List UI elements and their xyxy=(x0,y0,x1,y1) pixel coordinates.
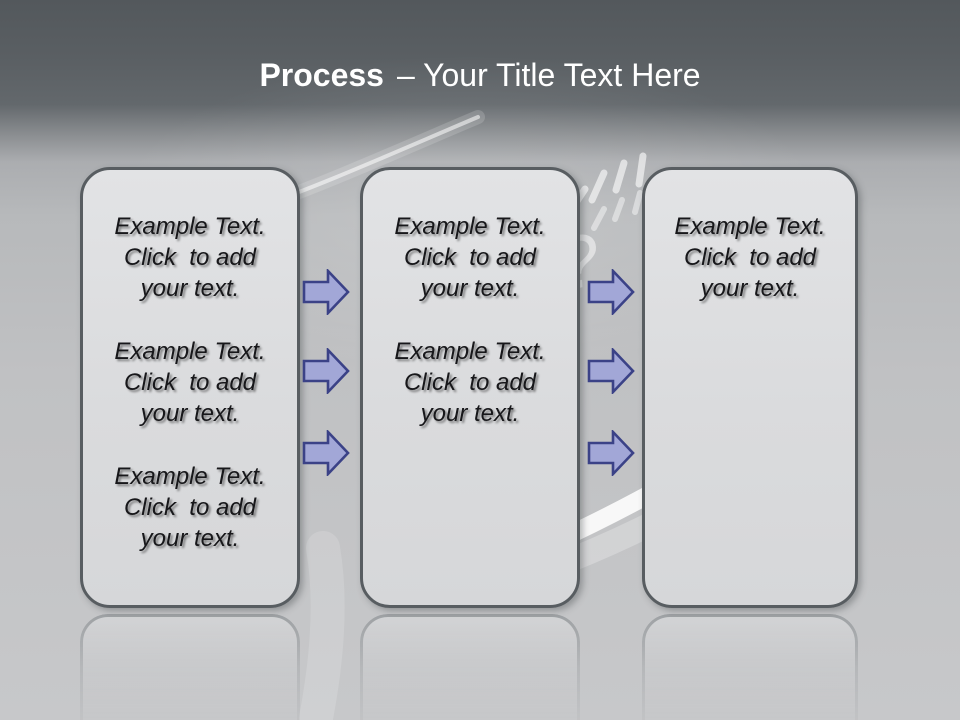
text-line: Click to add xyxy=(403,244,537,271)
arrow-right-icon[interactable] xyxy=(302,269,350,315)
arrow-right-icon[interactable] xyxy=(587,430,635,476)
box-reflection xyxy=(642,614,858,720)
text-line: Click to add xyxy=(123,494,257,521)
text-placeholder[interactable]: Example Text. Click to add your text. xyxy=(394,211,545,304)
text-line: Click to add xyxy=(683,244,817,271)
text-line: your text. xyxy=(140,400,240,427)
title-rest: – Your Title Text Here xyxy=(396,57,701,93)
text-line: Example Text. xyxy=(674,213,826,240)
box-reflection xyxy=(80,614,300,720)
text-line: your text. xyxy=(420,400,520,427)
text-line: your text. xyxy=(140,275,240,302)
title-emphasis: Process xyxy=(259,57,384,93)
text-placeholder[interactable]: Example Text. Click to add your text. xyxy=(114,461,265,554)
streak-watermark xyxy=(299,531,345,720)
arrow-right-icon[interactable] xyxy=(587,348,635,394)
arrow-right-icon[interactable] xyxy=(587,269,635,315)
text-line: your text. xyxy=(700,275,800,302)
text-line: Click to add xyxy=(123,369,257,396)
slide-title[interactable]: Process – Your Title Text Here xyxy=(0,50,960,100)
gauge-ticks-watermark xyxy=(565,152,647,217)
gauge-minor-ticks-watermark xyxy=(591,190,643,231)
process-box-2[interactable]: Example Text. Click to add your text. Ex… xyxy=(360,167,580,608)
process-box-1[interactable]: Example Text. Click to add your text. Ex… xyxy=(80,167,300,608)
process-box-3[interactable]: Example Text. Click to add your text. xyxy=(642,167,858,608)
text-placeholder[interactable]: Example Text. Click to add your text. xyxy=(114,211,265,304)
text-line: your text. xyxy=(140,525,240,552)
text-line: Click to add xyxy=(403,369,537,396)
text-line: Example Text. xyxy=(394,338,546,365)
text-placeholder[interactable]: Example Text. Click to add your text. xyxy=(394,336,545,429)
text-line: Click to add xyxy=(123,244,257,271)
text-line: Example Text. xyxy=(114,213,266,240)
text-placeholder[interactable]: Example Text. Click to add your text. xyxy=(114,336,265,429)
arrow-right-icon[interactable] xyxy=(302,430,350,476)
text-line: your text. xyxy=(420,275,520,302)
box-reflection xyxy=(360,614,580,720)
text-line: Example Text. xyxy=(394,213,546,240)
arrow-right-icon[interactable] xyxy=(302,348,350,394)
text-line: Example Text. xyxy=(114,463,266,490)
text-line: Example Text. xyxy=(114,338,266,365)
text-placeholder[interactable]: Example Text. Click to add your text. xyxy=(674,211,825,304)
